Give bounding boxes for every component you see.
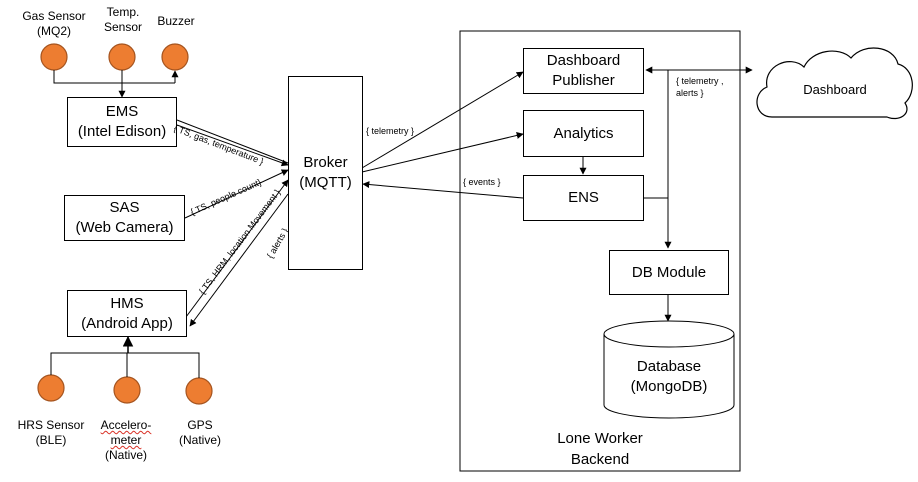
hrs-sensor-label: HRS Sensor(BLE) (17, 418, 85, 447)
broker-hms-alerts-line (189, 193, 289, 327)
temp-sensor-label: Temp.Sensor (103, 5, 143, 34)
broker-analytics-arrow (361, 132, 524, 173)
accelerometer-icon (113, 376, 141, 404)
ems-box: EMS(Intel Edison) (67, 97, 177, 147)
buzzer-icon (161, 43, 189, 71)
sas-broker-line (184, 169, 289, 219)
accelerometer-label: Accelero- meter (Native) (100, 418, 152, 462)
ems-broker-line-a (176, 119, 289, 164)
broker-box: Broker(MQTT) (288, 76, 363, 270)
gps-icon (185, 377, 213, 405)
gps-label: GPS(Native) (178, 418, 221, 447)
temp-sensor-icon (108, 43, 136, 71)
telemetry-edge-label: { telemetry } (366, 126, 415, 136)
dashboard-label: Dashboard (803, 82, 867, 97)
sensors-bottom-group (37, 335, 213, 405)
bottom-sensor-bus (50, 352, 200, 378)
hrs-sensor-icon (37, 374, 65, 402)
broker-publisher-arrow (361, 71, 524, 169)
dashboard-edge-label-2: alerts } (676, 88, 704, 98)
analytics-box: Analytics (523, 110, 644, 157)
backend-container (459, 30, 741, 472)
db-module-box: DB Module (609, 250, 729, 295)
database-cylinder (603, 320, 735, 419)
hms-box: HMS(Android App) (67, 290, 187, 337)
dashboard-cloud-icon (756, 47, 913, 120)
database-label: Database(MongoDB) (630, 358, 708, 395)
dashboard-edge-label-1: { telemetry , (676, 76, 724, 86)
buzzer-label: Buzzer (157, 14, 195, 28)
ens-box: ENS (523, 175, 644, 221)
gas-sensor-icon (40, 43, 68, 71)
events-edge-label: { events } (463, 177, 501, 187)
top-sensor-bus (53, 70, 175, 84)
sas-box: SAS(Web Camera) (64, 195, 185, 241)
hms-broker-line (185, 179, 289, 318)
ems-broker-line-b (176, 124, 289, 167)
gas-sensor-label: Gas Sensor(MQ2) (22, 9, 86, 38)
sensors-top-group (40, 43, 189, 98)
ens-broker-arrow (362, 181, 524, 199)
